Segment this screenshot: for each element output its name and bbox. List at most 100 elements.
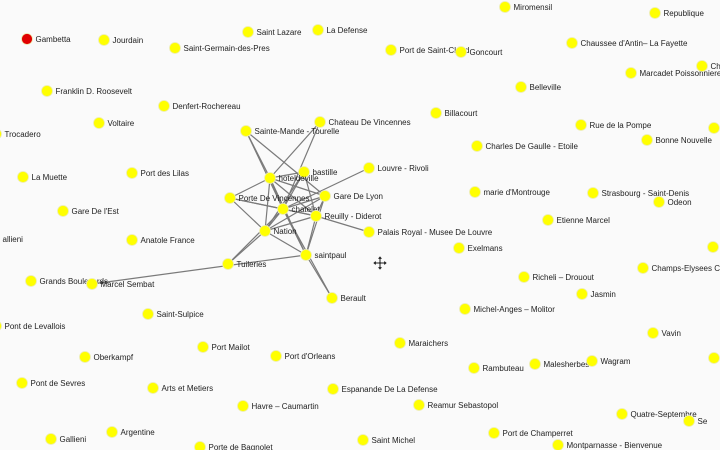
node-reuilly-diderot[interactable]: Reuilly - Diderot (310, 210, 383, 222)
node-edge-dot-r2[interactable] (707, 241, 719, 253)
node-chateau-de-vincennes[interactable]: Chateau De Vincennes (314, 116, 411, 128)
node-dot-oberkampf[interactable] (79, 351, 91, 363)
node-charles-de-gaulle-etoile[interactable]: Charles De Gaulle - Etoile (471, 140, 579, 152)
node-quatre-septembre[interactable]: Quatre-Septembre (616, 408, 698, 420)
node-dot-odeon[interactable] (653, 196, 665, 208)
node-dot-republique[interactable] (649, 7, 661, 19)
node-dot-denfert-rochereau[interactable] (158, 100, 170, 112)
node-jasmin[interactable]: Jasmin (576, 288, 616, 300)
node-dot-pont-de-sevres[interactable] (16, 377, 28, 389)
node-berault[interactable]: Berault (326, 292, 367, 304)
node-tuileries[interactable]: Tuileries (222, 258, 267, 270)
node-rambuteau[interactable]: Rambuteau (468, 362, 524, 374)
node-odeon[interactable]: Odeon (653, 196, 692, 208)
node-dot-edge-dot-r1[interactable] (708, 122, 720, 134)
node-saint-sulpice[interactable]: Saint-Sulpice (142, 308, 205, 320)
node-gambetta[interactable]: Gambetta (21, 33, 72, 45)
node-dot-rue-de-la-pompe[interactable] (575, 119, 587, 131)
node-michel-anges-molitor[interactable]: Michel-Anges – Molitor (459, 303, 556, 315)
node-gare-de-lest[interactable]: Gare De l'Est (57, 205, 120, 217)
node-dot-michel-anges-molitor[interactable] (459, 303, 471, 315)
node-dot-porte-de-vincennes[interactable] (224, 192, 236, 204)
node-dot-berault[interactable] (326, 292, 338, 304)
node-dot-etienne-marcel[interactable] (542, 214, 554, 226)
node-dot-jasmin[interactable] (576, 288, 588, 300)
node-sainte-mande-tourelle[interactable]: Sainte-Mande - Tourelle (240, 125, 340, 137)
node-ch-right[interactable]: Ch (696, 60, 720, 72)
node-vavin[interactable]: Vavin (647, 327, 681, 339)
node-port-des-lilas[interactable]: Port des Lilas (126, 167, 189, 179)
node-dot-arts-et-metiers[interactable] (147, 382, 159, 394)
node-dot-billacourt[interactable] (430, 107, 442, 119)
node-port-de-saint-cloud[interactable]: Port de Saint-Cloud (385, 44, 470, 56)
node-anatole-france[interactable]: Anatole France (126, 234, 196, 246)
node-dot-quatre-septembre[interactable] (616, 408, 628, 420)
node-dot-wagram[interactable] (586, 355, 598, 367)
node-dot-anatole-france[interactable] (126, 234, 138, 246)
node-porte-de-vincennes[interactable]: Porte De Vincennes (224, 192, 310, 204)
node-grands-boulevards[interactable]: Grands Boulevards (25, 275, 108, 287)
node-reamur-sebastopol[interactable]: Reamur Sebastopol (413, 399, 499, 411)
node-argentine[interactable]: Argentine (106, 426, 156, 438)
node-dot-montparnasse-bienvenue[interactable] (552, 439, 564, 450)
node-malesherbes[interactable]: Malesherbes (529, 358, 590, 370)
node-chaussee-dantin-la-fayette[interactable]: Chaussee d'Antin– La Fayette (566, 37, 688, 49)
node-dot-port-mailot[interactable] (197, 341, 209, 353)
node-dot-marie-dmontrouge[interactable] (469, 186, 481, 198)
node-la-muette[interactable]: La Muette (17, 171, 68, 183)
node-dot-palais-royal-musee-de-louvre[interactable] (363, 226, 375, 238)
node-havre-caumartin[interactable]: Havre – Caumartin (237, 400, 319, 412)
node-dot-voltaire[interactable] (93, 117, 105, 129)
node-bastille[interactable]: bastille (298, 166, 338, 178)
node-dot-rambuteau[interactable] (468, 362, 480, 374)
node-rue-de-la-pompe[interactable]: Rue de la Pompe (575, 119, 652, 131)
node-dot-sainte-mande-tourelle[interactable] (240, 125, 252, 137)
node-champs-elysees-clemenceau[interactable]: Champs-Elysees Cle (637, 262, 720, 274)
node-billacourt[interactable]: Billacourt (430, 107, 479, 119)
node-dot-franklin-d-roosevelt[interactable] (41, 85, 53, 97)
node-miromensil[interactable]: Miromensil (499, 1, 553, 13)
node-montparnasse-bienvenue[interactable]: Montparnasse - Bienvenue (552, 439, 663, 450)
node-dot-marcel-sembat[interactable] (86, 278, 98, 290)
node-dot-champs-elysees-clemenceau[interactable] (637, 262, 649, 274)
node-gallieni[interactable]: Gallieni (45, 433, 87, 445)
node-dot-port-de-saint-cloud[interactable] (385, 44, 397, 56)
node-dot-port-des-lilas[interactable] (126, 167, 138, 179)
node-dot-grands-boulevards[interactable] (25, 275, 37, 287)
node-dot-saint-michel[interactable] (357, 434, 369, 446)
node-wagram[interactable]: Wagram (586, 355, 631, 367)
node-saint-lazare[interactable]: Saint Lazare (242, 26, 302, 38)
node-dot-trocadero[interactable] (0, 129, 2, 140)
node-esplanade-de-la-defense[interactable]: Espanande De La Defense (327, 383, 439, 395)
node-dot-jourdain[interactable] (98, 34, 110, 46)
node-dot-argentine[interactable] (106, 426, 118, 438)
node-dot-bastille[interactable] (298, 166, 310, 178)
node-dot-bonne-nouvelle[interactable] (641, 134, 653, 146)
node-pont-de-sevres[interactable]: Pont de Sevres (16, 377, 86, 389)
node-dot-saint-germain-des-pres[interactable] (169, 42, 181, 54)
node-louvre-rivoli[interactable]: Louvre - Rivoli (363, 162, 429, 174)
node-dot-edge-dot-r2[interactable] (707, 241, 719, 253)
node-dot-marcadet-poissonnieres[interactable] (625, 67, 637, 79)
node-exelmans[interactable]: Exelmans (453, 242, 503, 254)
node-dot-goncourt[interactable] (455, 46, 467, 58)
node-dot-tuileries[interactable] (222, 258, 234, 270)
node-dot-exelmans[interactable] (453, 242, 465, 254)
node-dot-saint-lazare[interactable] (242, 26, 254, 38)
node-dot-gallieni[interactable] (45, 433, 57, 445)
node-dot-louvre-rivoli[interactable] (363, 162, 375, 174)
node-marcel-sembat[interactable]: Marcel Sembat (86, 278, 156, 290)
node-dot-belleville[interactable] (515, 81, 527, 93)
node-dot-port-de-champerret[interactable] (488, 427, 500, 439)
node-dot-chaussee-dantin-la-fayette[interactable] (566, 37, 578, 49)
node-saint-germain-des-pres[interactable]: Saint-Germain-des-Pres (169, 42, 270, 54)
node-chatelet[interactable]: chatelet (277, 203, 321, 215)
node-nation[interactable]: Nation (259, 225, 297, 237)
node-goncourt[interactable]: Goncourt (455, 46, 504, 58)
node-dot-hoteldeville[interactable] (264, 172, 276, 184)
node-dot-miromensil[interactable] (499, 1, 511, 13)
node-edge-dot-r1[interactable] (708, 122, 720, 134)
node-saintpaul[interactable]: saintpaul (300, 249, 347, 261)
